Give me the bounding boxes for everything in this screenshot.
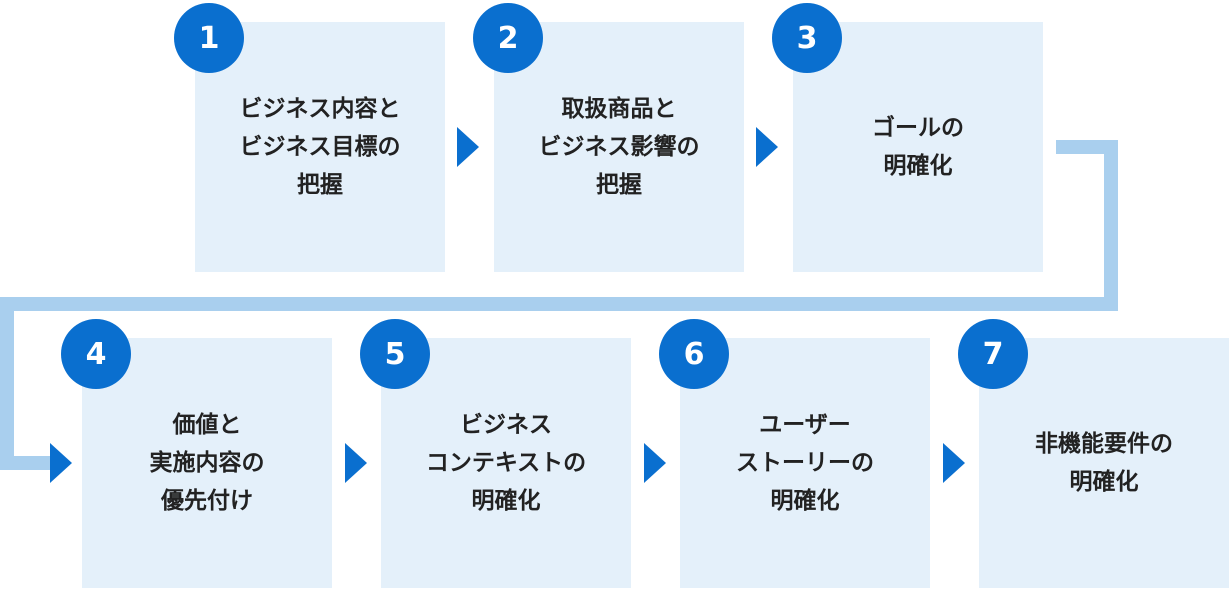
step-5-label: ビジネス コンテキストの 明確化 (425, 412, 587, 514)
arrow-3-to-4 (50, 443, 72, 483)
arrow-5-to-6 (644, 443, 666, 483)
step-6-label: ユーザー ストーリーの 明確化 (736, 412, 874, 514)
step-4-label: 価値と 実施内容の 優先付け (149, 412, 265, 514)
step-1-box: ビジネス内容と ビジネス目標の 把握 (195, 22, 445, 272)
connector-top-horizontal (1056, 140, 1118, 154)
step-3-box: ゴールの 明確化 (793, 22, 1043, 272)
arrow-6-to-7 (943, 443, 965, 483)
step-3-label: ゴールの 明確化 (872, 115, 964, 179)
step-6-box: ユーザー ストーリーの 明確化 (680, 338, 930, 588)
step-2-label: 取扱商品と ビジネス影響の 把握 (538, 96, 700, 198)
step-2-box: 取扱商品と ビジネス影響の 把握 (494, 22, 744, 272)
step-4-badge: 4 (61, 319, 131, 389)
arrow-2-to-3 (756, 127, 778, 167)
step-1-label: ビジネス内容と ビジネス目標の 把握 (239, 96, 401, 198)
step-6-badge: 6 (659, 319, 729, 389)
step-2-badge: 2 (473, 3, 543, 73)
connector-middle-horizontal (0, 297, 1118, 311)
connector-left-vertical (0, 297, 14, 470)
step-7-label: 非機能要件の 明確化 (1035, 431, 1173, 495)
step-1-badge: 1 (174, 3, 244, 73)
connector-bottom-horizontal (0, 456, 52, 470)
step-4-box: 価値と 実施内容の 優先付け (82, 338, 332, 588)
step-5-box: ビジネス コンテキストの 明確化 (381, 338, 631, 588)
step-3-badge: 3 (772, 3, 842, 73)
step-5-badge: 5 (360, 319, 430, 389)
arrow-1-to-2 (457, 127, 479, 167)
arrow-4-to-5 (345, 443, 367, 483)
step-7-badge: 7 (958, 319, 1028, 389)
connector-right-vertical (1104, 140, 1118, 311)
step-7-box: 非機能要件の 明確化 (979, 338, 1229, 588)
